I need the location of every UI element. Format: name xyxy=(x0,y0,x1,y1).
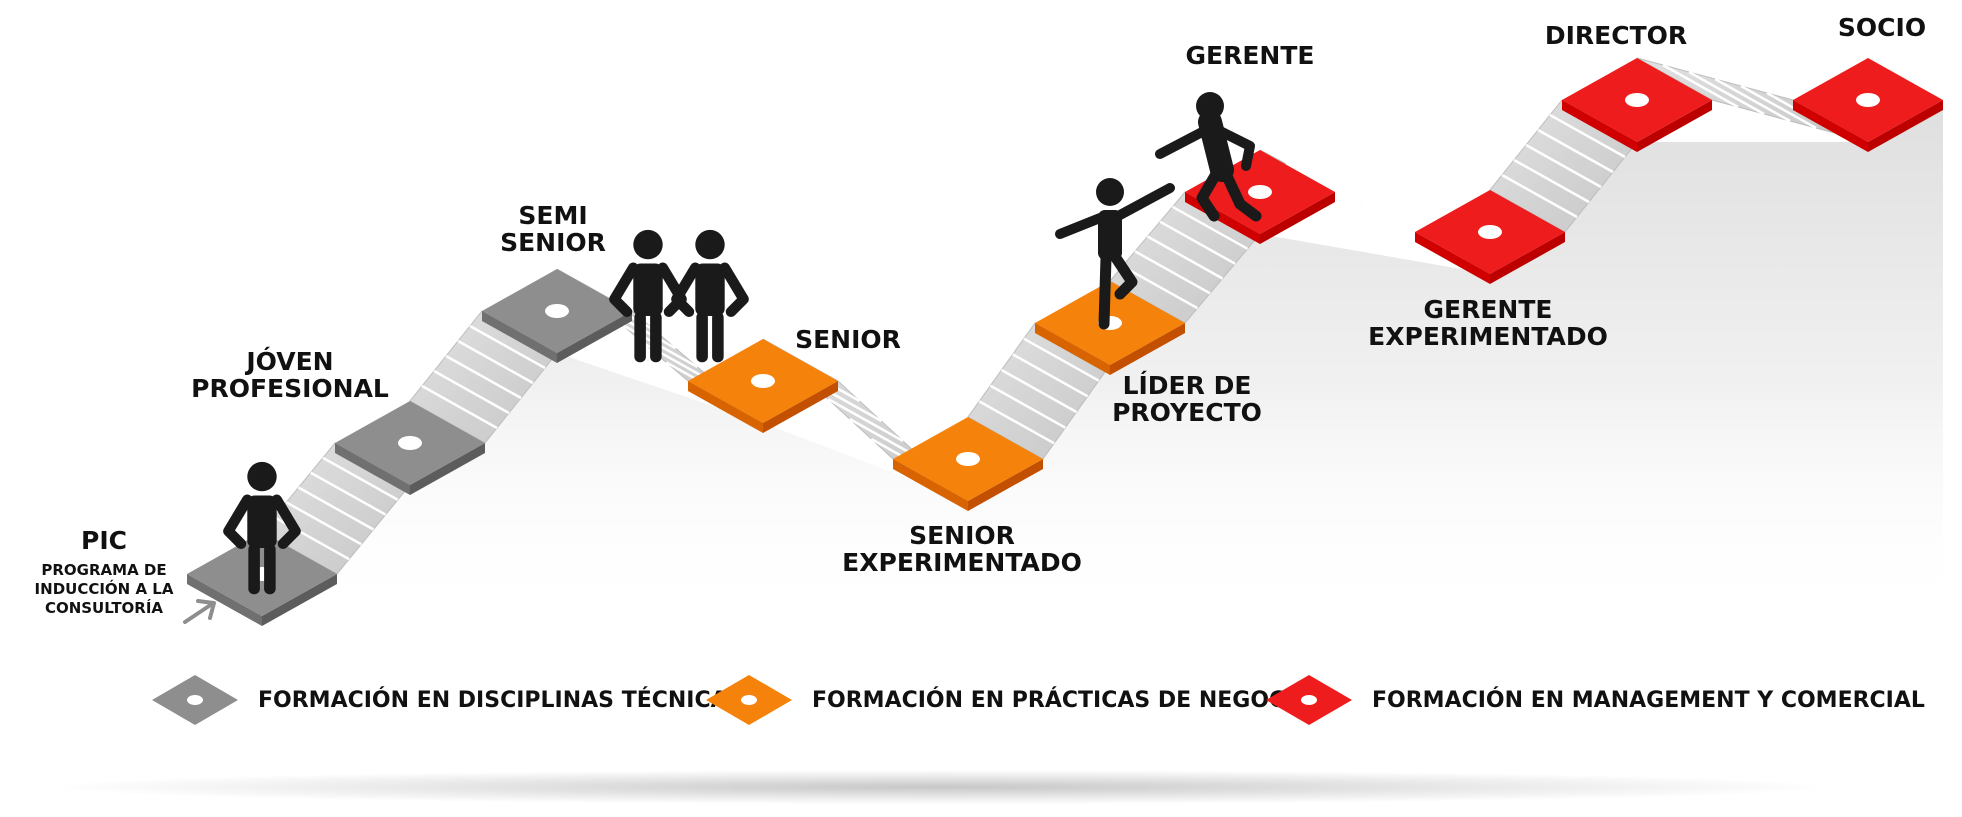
legend-label-business: FORMACIÓN EN PRÁCTICAS DE NEGOCIO xyxy=(812,687,1313,713)
level-tile-marker xyxy=(751,374,775,388)
legend-label-management: FORMACIÓN EN MANAGEMENT Y COMERCIAL xyxy=(1372,687,1925,713)
level-label-senior-experimentado: SENIOR EXPERIMENTADO xyxy=(842,521,1082,577)
floor-shadow xyxy=(60,770,1820,804)
legend: FORMACIÓN EN DISCIPLINAS TÉCNICAS FORMAC… xyxy=(150,668,1925,732)
level-label-semi-senior: SEMI SENIOR xyxy=(500,201,606,257)
level-label-gerente: GERENTE xyxy=(1185,41,1315,70)
level-tile-marker xyxy=(1478,225,1502,239)
level-label-socio: SOCIO xyxy=(1837,13,1927,42)
level-label-joven-profesional: JÓVEN PROFESIONAL xyxy=(191,347,389,403)
level-tile-marker xyxy=(545,304,569,318)
person-icon-semi-senior-2 xyxy=(671,229,749,363)
level-label-director: DIRECTOR xyxy=(1544,21,1688,50)
level-tile-marker xyxy=(956,452,980,466)
level-tile-marker xyxy=(398,436,422,450)
person-icon-pic xyxy=(223,461,301,595)
level-tile-marker xyxy=(1248,185,1272,199)
level-subtitle-pic: PROGRAMA DE INDUCCIÓN A LA CONSULTORÍA xyxy=(34,561,174,617)
legend-item-technical: FORMACIÓN EN DISCIPLINAS TÉCNICAS xyxy=(150,668,743,732)
legend-diamond-icon-technical xyxy=(152,675,238,725)
legend-diamond-icon-management xyxy=(1266,675,1352,725)
legend-label-technical: FORMACIÓN EN DISCIPLINAS TÉCNICAS xyxy=(258,687,744,713)
level-label-pic: PIC xyxy=(81,527,127,554)
level-title-pic: PIC xyxy=(81,526,127,555)
level-label-senior: SENIOR xyxy=(795,325,901,354)
level-tile-marker xyxy=(1856,93,1880,107)
person-icon-lider-de-proyecto xyxy=(1055,178,1175,330)
path-wall-shading xyxy=(187,100,1943,620)
level-label-gerente-experimentado: GERENTE EXPERIMENTADO xyxy=(1368,295,1608,351)
level-tile-marker xyxy=(1625,93,1649,107)
level-label-lider-de-proyecto: LÍDER DE PROYECTO xyxy=(1112,371,1262,427)
legend-item-management: FORMACIÓN EN MANAGEMENT Y COMERCIAL xyxy=(1264,668,1925,732)
arrow-icon xyxy=(183,599,216,624)
legend-diamond-icon-business xyxy=(706,675,792,725)
person-icon-gerente xyxy=(1155,92,1262,222)
legend-item-business: FORMACIÓN EN PRÁCTICAS DE NEGOCIO xyxy=(704,668,1312,732)
